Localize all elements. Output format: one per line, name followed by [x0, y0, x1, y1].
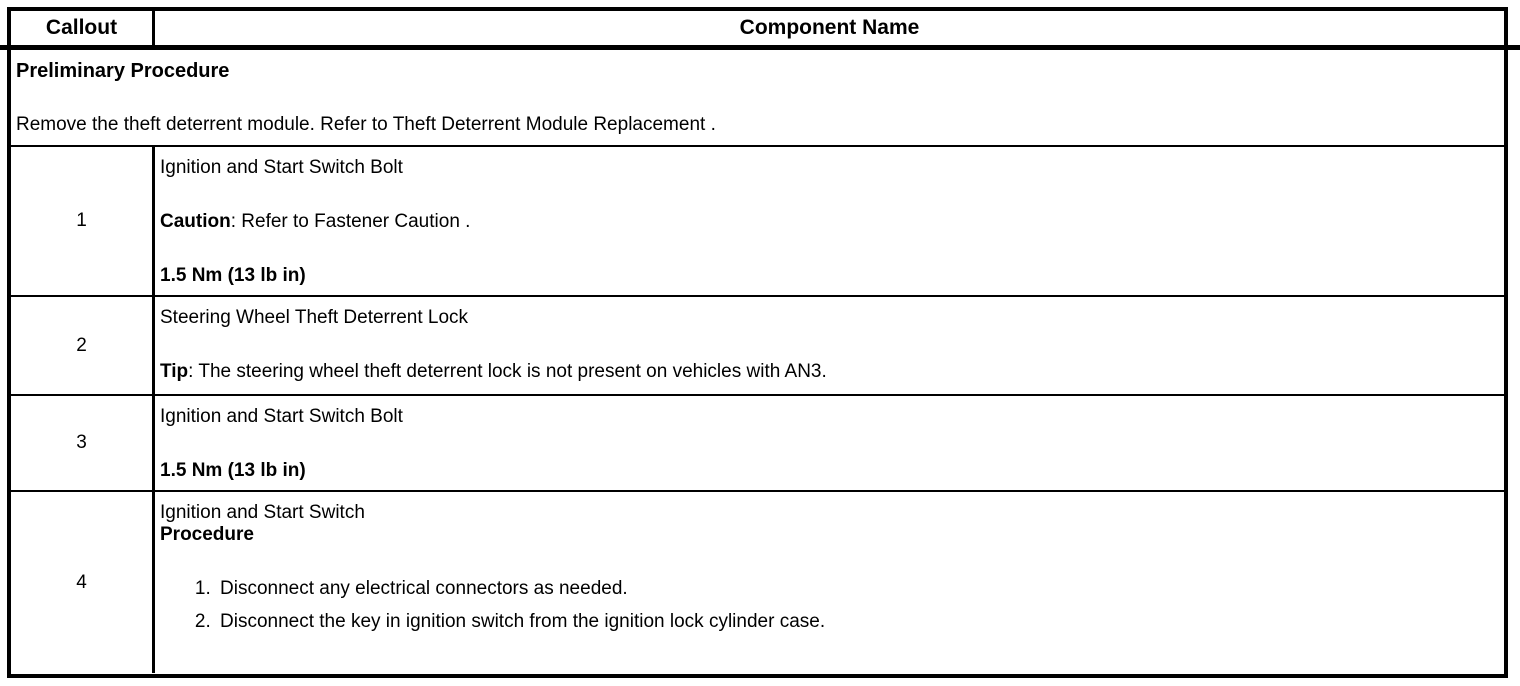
table-row: 3 Ignition and Start Switch Bolt 1.5 Nm …: [11, 396, 1504, 492]
component-cell: Ignition and Start Switch Bolt 1.5 Nm (1…: [155, 396, 1504, 490]
procedure-step: Disconnect any electrical connectors as …: [216, 578, 1496, 600]
component-name: Ignition and Start Switch Bolt: [160, 157, 403, 178]
component-table: Callout Component Name Preliminary Proce…: [7, 7, 1508, 678]
component-name-column-header: Component Name: [739, 16, 920, 39]
torque-spec: 1.5 Nm (13 lb in): [160, 265, 306, 286]
procedure-step: Disconnect the key in ignition switch fr…: [216, 611, 1496, 633]
preliminary-procedure-title: Preliminary Procedure: [16, 60, 230, 82]
table-row: 4 Ignition and Start Switch Procedure Di…: [11, 492, 1504, 673]
component-name: Ignition and Start Switch Bolt: [160, 406, 403, 427]
tip-text: : The steering wheel theft deterrent loc…: [188, 361, 827, 382]
component-name: Steering Wheel Theft Deterrent Lock: [160, 307, 469, 328]
tip-note: Tip: The steering wheel theft deterrent …: [160, 361, 1496, 383]
tip-label: Tip: [160, 361, 189, 382]
procedure-steps: Disconnect any electrical connectors as …: [160, 578, 1496, 633]
table-row: 1 Ignition and Start Switch Bolt Caution…: [11, 147, 1504, 297]
component-cell: Ignition and Start Switch Procedure Disc…: [155, 492, 1504, 673]
component-cell: Steering Wheel Theft Deterrent Lock Tip:…: [155, 297, 1504, 394]
header-separator-rule: [0, 45, 1520, 50]
preliminary-procedure-row: Preliminary Procedure Remove the theft d…: [11, 50, 1504, 147]
component-name: Ignition and Start Switch: [160, 502, 365, 523]
component-cell: Ignition and Start Switch Bolt Caution: …: [155, 147, 1504, 295]
caution-label: Caution: [160, 211, 231, 232]
callout-number: 3: [11, 396, 155, 490]
preliminary-procedure-cell: Preliminary Procedure Remove the theft d…: [11, 50, 1504, 142]
caution-text: : Refer to Fastener Caution .: [230, 211, 471, 232]
preliminary-procedure-text: Remove the theft deterrent module. Refer…: [16, 114, 716, 135]
torque-spec: 1.5 Nm (13 lb in): [160, 460, 306, 481]
callout-number: 1: [11, 147, 155, 295]
callout-column-header: Callout: [11, 11, 155, 45]
callout-number: 4: [11, 492, 155, 673]
procedure-heading: Procedure: [160, 524, 254, 545]
table-row: 2 Steering Wheel Theft Deterrent Lock Ti…: [11, 297, 1504, 396]
callout-number: 2: [11, 297, 155, 394]
caution-note: Caution: Refer to Fastener Caution .: [160, 211, 1496, 233]
